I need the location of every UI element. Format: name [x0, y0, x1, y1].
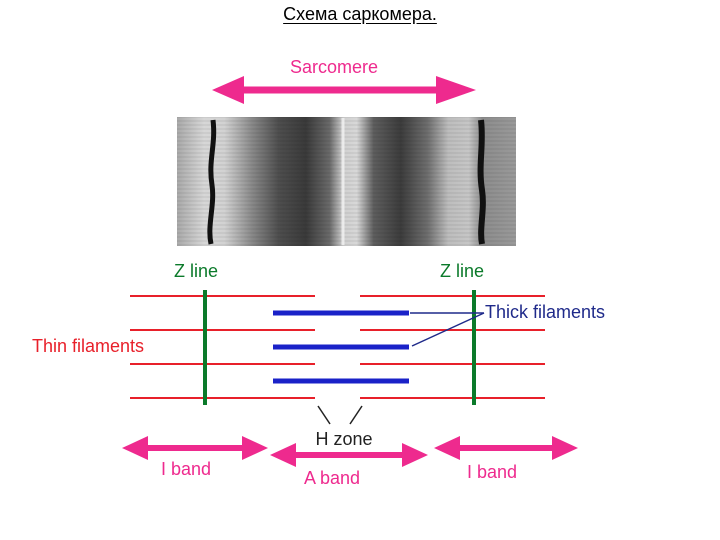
- sarcomere-micrograph: [177, 117, 516, 246]
- h-zone-pointer-left: [317, 405, 331, 425]
- z-line-left-label: Z line: [174, 261, 218, 281]
- slide-title: Схема саркомера.: [283, 4, 437, 24]
- i-band-left-arrow: [122, 436, 268, 460]
- a-band-arrow: [270, 443, 428, 467]
- i-band-left-label: I band: [161, 459, 211, 479]
- a-band-label: A band: [304, 468, 360, 488]
- thick-filaments-pointer: [411, 312, 485, 347]
- sarcomere-label: Sarcomere: [290, 57, 378, 77]
- thin-filaments-label: Thin filaments: [32, 336, 144, 356]
- sarcomere-arrow: [212, 76, 476, 104]
- thick-filaments: [273, 310, 409, 384]
- z-line-right-label: Z line: [440, 261, 484, 281]
- i-band-right-label: I band: [467, 462, 517, 482]
- h-zone-label: H zone: [315, 429, 372, 449]
- i-band-right-arrow: [434, 436, 578, 460]
- h-zone-pointer-right: [349, 405, 363, 425]
- thin-filaments: [130, 295, 545, 399]
- thick-filaments-label: Thick filaments: [485, 302, 605, 322]
